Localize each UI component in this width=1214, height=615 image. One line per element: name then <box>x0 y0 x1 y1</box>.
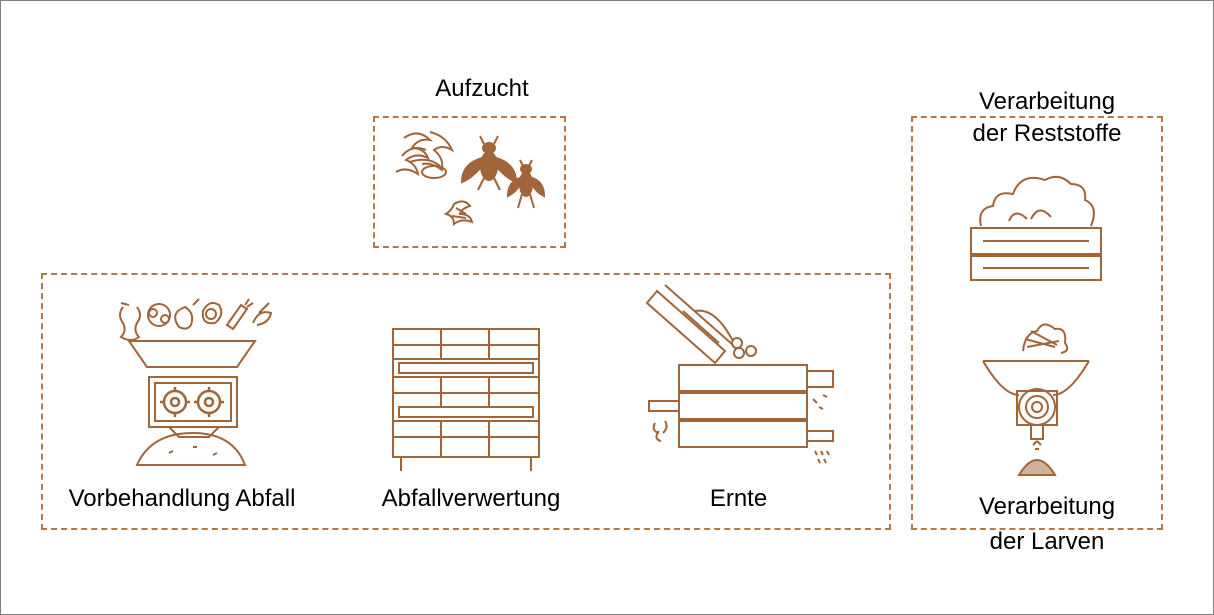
waste-utilization-label: Abfallverwertung <box>381 485 561 512</box>
rearing-box <box>373 116 566 248</box>
larvae-and-flies-icon <box>396 126 546 241</box>
waste-shredder-icon <box>109 297 279 469</box>
rearing-label: Aufzucht <box>435 75 529 102</box>
compost-crate-icon <box>969 171 1104 283</box>
larvae-rack-icon <box>391 327 541 472</box>
residue-processing-label-line2: der Reststoffe <box>972 120 1122 147</box>
production-box <box>41 273 891 530</box>
waste-pretreatment-label: Vorbehandlung Abfall <box>68 485 296 512</box>
larvae-processing-label-line1: Verarbeitung <box>978 493 1116 520</box>
larvae-grinder-icon <box>979 309 1094 479</box>
processing-box <box>911 116 1163 530</box>
larvae-processing-label-line2: der Larven <box>989 528 1105 555</box>
residue-processing-label-line1: Verarbeitung <box>978 88 1116 115</box>
harvest-label: Ernte <box>709 485 768 512</box>
sieve-harvest-icon <box>643 281 843 471</box>
